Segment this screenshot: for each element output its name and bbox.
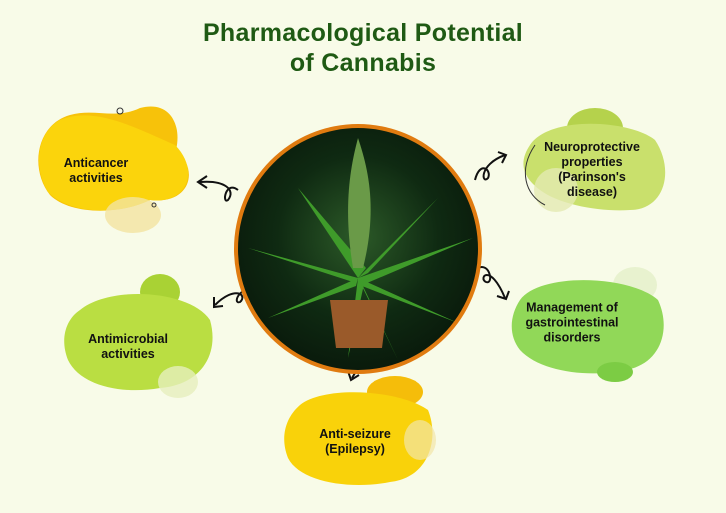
label-line: (Epilepsy): [325, 442, 385, 456]
arrow-head-neuroprotective: [497, 151, 508, 164]
label-line: disease): [566, 185, 618, 199]
label-anti-seizure: Anti-seizure (Epilepsy): [319, 427, 391, 457]
arrow-to-gastrointestinal: [477, 266, 506, 299]
label-anticancer: Anticancer activities: [64, 156, 129, 186]
label-line: Antimicrobial: [88, 332, 168, 346]
arrow-head-antimicrobial: [213, 297, 224, 309]
label-line: activities: [101, 347, 155, 361]
arrow-head-gastrointestinal: [496, 290, 510, 301]
label-line: gastrointestinal: [525, 315, 619, 330]
label-line: activities: [69, 171, 123, 185]
arrow-head-anticancer: [196, 175, 208, 189]
blob-anti-seizure: [284, 376, 436, 485]
label-line: disorders: [543, 330, 601, 345]
label-line: Management of: [526, 300, 618, 315]
label-line: (Parinson's: [558, 170, 626, 184]
label-line: Neuroprotective: [544, 140, 640, 154]
arrow-head-anti-seizure: [347, 370, 360, 382]
cannabis-leaf-icon: [248, 138, 473, 360]
cannabis-plant-image: [234, 124, 482, 374]
blob-anticancer: [38, 106, 189, 233]
arrow-to-neuroprotective: [474, 154, 506, 181]
label-line: Anticancer: [63, 156, 129, 170]
label-gastrointestinal: Management of gastrointestinal disorders: [525, 301, 618, 346]
blob-gastrointestinal: [511, 267, 664, 382]
arrow-to-anticancer: [199, 180, 239, 202]
label-line: Anti-seizure: [319, 427, 391, 441]
page-title: Pharmacological Potential of Cannabis: [0, 18, 726, 78]
title-line-2: of Cannabis: [289, 49, 437, 77]
label-line: properties: [561, 155, 623, 169]
blob-antimicrobial: [64, 274, 213, 398]
label-neuroprotective: Neuroprotective properties (Parinson's d…: [544, 140, 640, 200]
blob-neuroprotective: [523, 108, 666, 212]
title-line-1: Pharmacological Potential: [202, 19, 524, 47]
label-antimicrobial: Antimicrobial activities: [88, 332, 168, 362]
